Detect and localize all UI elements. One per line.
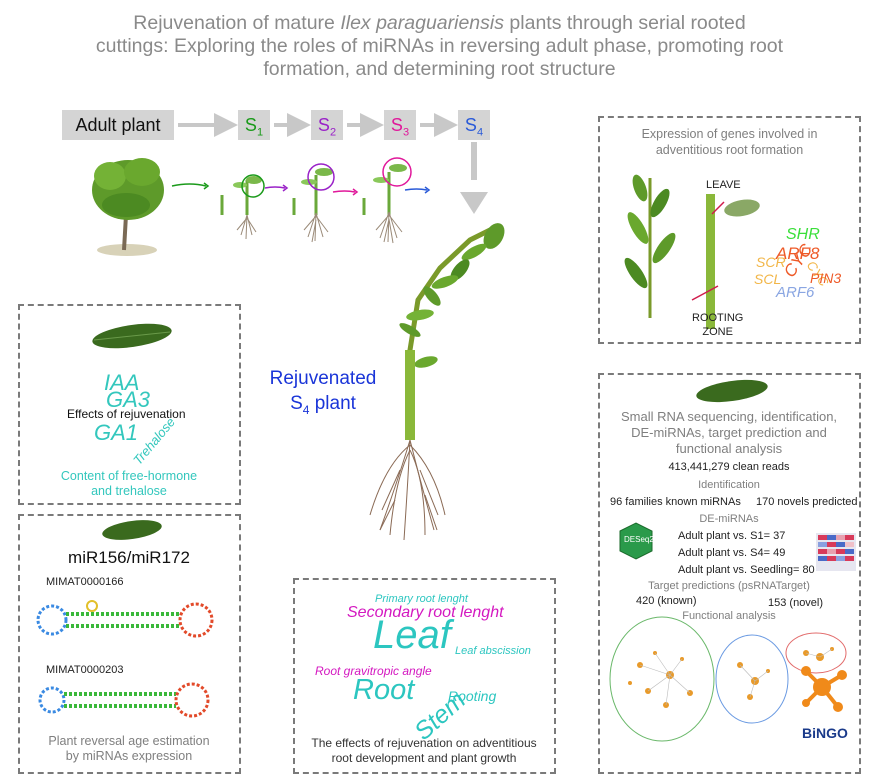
word-root-gravitropic-angle: Root gravitropic angle [315, 664, 432, 678]
gene-expression-panel: Expression of genes involved in adventit… [598, 116, 861, 344]
cutting-s3-illustration [362, 157, 431, 244]
arrow-down-s4 [460, 192, 488, 214]
mirna-structures [36, 520, 214, 718]
targets-known: 420 (known) [636, 595, 697, 607]
heatmap-icon [816, 533, 856, 571]
leaf-icon [92, 323, 172, 349]
word-rooting: Rooting [448, 688, 497, 704]
mirna-id-2: MIMAT0000203 [46, 664, 124, 676]
gene-scl: SCL [754, 271, 782, 287]
figure-title: Rejuvenation of mature Ilex paraguariens… [95, 12, 784, 80]
gene-expression-title: Expression of genes involved in adventit… [641, 127, 818, 157]
mirna-heading: miR156/miR172 [68, 548, 190, 567]
hormone-caption: Content of free-hormone and trehalose [60, 469, 198, 498]
sequencing-graphics [609, 379, 856, 742]
gene-shr: SHR [786, 226, 820, 243]
comparison-s4: Adult plant vs. S4= 49 [678, 547, 786, 559]
mirna-id-1: MIMAT0000166 [46, 576, 124, 588]
hairpin-mimat0000166 [36, 600, 214, 638]
bingo-label: BiNGO [802, 725, 848, 741]
leave-label: LEAVE [706, 179, 741, 191]
targets-novel: 153 (novel) [768, 597, 824, 609]
adult-plant-box: Adult plant [62, 110, 174, 140]
novel-mirnas: 170 novels predicted [756, 496, 858, 508]
stage-s1-box: S1 [238, 110, 270, 140]
hormone-ga1: GA1 [94, 420, 139, 445]
gene-arf6: ARF6 [776, 284, 815, 301]
word-leaf: Leaf [373, 613, 451, 657]
mirna-panel: miR156/miR172 MIMAT0000166 MIMAT0000203 … [18, 514, 241, 774]
comparison-s1: Adult plant vs. S1= 37 [678, 530, 786, 542]
deseq2-logo [619, 522, 653, 560]
functional-analysis-heading: Functional analysis [682, 610, 776, 622]
de-mirnas-heading: DE-miRNAs [699, 513, 759, 525]
gene-pin3: PIN3 [810, 270, 842, 286]
stage-s4-box: S4 [458, 110, 490, 140]
target-predictions-heading: Target predictions (psRNATarget) [648, 580, 810, 592]
known-mirnas: 96 families known miRNAs [610, 496, 741, 508]
effects-of-rejuvenation-label: Effects of rejuvenation [67, 407, 186, 421]
deseq2-label: DESeq2 [624, 535, 654, 544]
comparison-seedling: Adult plant vs. Seedling= 80 [678, 564, 815, 576]
clean-reads: 413,441,279 clean reads [668, 461, 790, 473]
network-graph [609, 616, 847, 742]
cutting-s1-illustration [220, 174, 289, 240]
root-development-panel: Primary root lenght Secondary root lengh… [293, 578, 556, 774]
cutting-s2-illustration [292, 163, 359, 243]
cutting-diagram [624, 174, 760, 329]
rejuvenated-plant-illustration [369, 223, 505, 541]
rejuvenated-label: Rejuvenated S4 plant [269, 368, 377, 417]
word-secondary-root-length: Secondary root lenght [347, 604, 504, 621]
rooting-zone-label: ROOTING ZONE [692, 312, 744, 338]
gene-scr: SCR [756, 254, 786, 270]
adult-tree-illustration [92, 158, 164, 256]
stage-s2-box: S2 [311, 110, 343, 140]
hormone-panel: IAA GA3 Effects of rejuvenation GA1 Treh… [18, 304, 241, 505]
hairpin-mimat0000203 [38, 682, 210, 718]
bingo-logo [801, 666, 847, 712]
stage-s3-box: S3 [384, 110, 416, 140]
word-primary-root-length: Primary root lenght [375, 593, 468, 605]
word-leaf-abscission: Leaf abscission [455, 645, 531, 657]
root-development-caption: The effects of rejuvenation on adventiti… [311, 736, 537, 765]
identification-heading: Identification [698, 479, 760, 491]
sequencing-title: Small RNA sequencing, identification, DE… [620, 409, 838, 456]
gene-arf8: ARF8 [776, 244, 820, 263]
hormone-iaa: IAA [104, 370, 140, 395]
hormone-ga3: GA3 [106, 387, 151, 412]
mirna-caption: Plant reversal age estimation by miRNAs … [48, 734, 210, 763]
sequencing-panel: Small RNA sequencing, identification, DE… [598, 373, 861, 774]
word-root: Root [353, 674, 415, 706]
